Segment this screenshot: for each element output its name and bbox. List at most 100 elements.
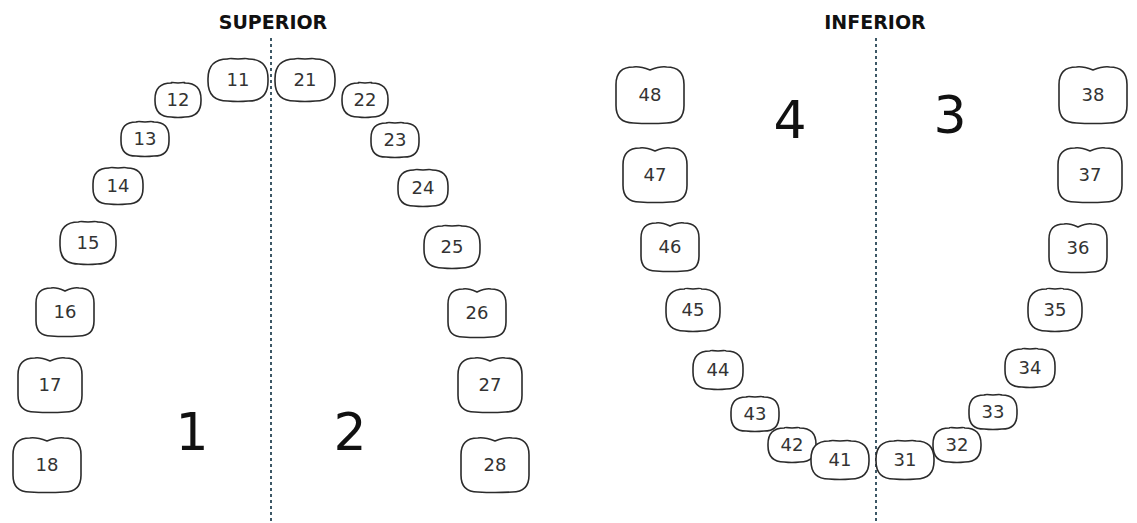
tooth-number: 32 xyxy=(946,436,969,454)
tooth-number: 47 xyxy=(644,166,667,184)
quadrant-number: 1 xyxy=(175,406,208,458)
tooth-number: 41 xyxy=(829,451,852,469)
tooth-outline-path xyxy=(342,83,388,118)
tooth-outline: 26 xyxy=(447,288,507,338)
tooth-outline: 11 xyxy=(207,58,269,102)
tooth-outline: 18 xyxy=(12,437,82,493)
tooth-outline-path xyxy=(1049,224,1107,273)
quadrant-number: 2 xyxy=(333,406,366,458)
tooth-number: 12 xyxy=(167,91,190,109)
tooth-outline-path xyxy=(1058,148,1122,203)
tooth-outline-path xyxy=(811,441,869,480)
tooth-number: 43 xyxy=(744,405,767,423)
tooth-outline: 34 xyxy=(1004,348,1056,388)
arch-heading: SUPERIOR xyxy=(219,13,328,32)
tooth-number: 14 xyxy=(107,177,130,195)
tooth-outline: 13 xyxy=(120,121,170,157)
tooth-number: 44 xyxy=(707,361,730,379)
tooth-number: 33 xyxy=(982,403,1005,421)
tooth-outline: 35 xyxy=(1027,288,1083,332)
tooth-outline: 21 xyxy=(274,58,336,102)
tooth-outline-path xyxy=(876,441,934,480)
tooth-outline-path xyxy=(1059,67,1127,124)
tooth-outline-path xyxy=(36,288,94,337)
tooth-outline-path xyxy=(1005,349,1055,388)
tooth-number: 21 xyxy=(294,71,317,89)
tooth-number: 15 xyxy=(77,234,100,252)
midline xyxy=(270,38,272,523)
tooth-number: 42 xyxy=(781,436,804,454)
tooth-number: 34 xyxy=(1019,359,1042,377)
tooth-outline: 22 xyxy=(341,82,389,118)
tooth-outline-path xyxy=(121,122,169,157)
tooth-outline: 17 xyxy=(17,357,83,413)
tooth-outline: 28 xyxy=(460,437,530,493)
tooth-outline: 47 xyxy=(622,147,688,203)
tooth-outline: 14 xyxy=(92,167,144,205)
tooth-outline: 16 xyxy=(35,287,95,337)
tooth-number: 31 xyxy=(894,451,917,469)
tooth-outline: 43 xyxy=(730,396,780,432)
tooth-outline-path xyxy=(731,397,779,432)
tooth-outline-path xyxy=(448,289,506,338)
tooth-number: 16 xyxy=(54,303,77,321)
tooth-number: 35 xyxy=(1044,301,1067,319)
tooth-outline-path xyxy=(424,226,480,269)
tooth-outline: 38 xyxy=(1058,66,1128,124)
tooth-outline-path xyxy=(666,289,720,332)
tooth-number: 28 xyxy=(484,456,507,474)
tooth-outline: 15 xyxy=(59,221,117,265)
tooth-number: 36 xyxy=(1067,239,1090,257)
tooth-outline-path xyxy=(616,67,684,124)
tooth-outline: 44 xyxy=(692,350,744,390)
quadrant-number: 4 xyxy=(773,94,806,146)
tooth-number: 25 xyxy=(441,238,464,256)
tooth-number: 38 xyxy=(1082,86,1105,104)
tooth-outline: 37 xyxy=(1057,147,1123,203)
tooth-number: 24 xyxy=(412,179,435,197)
tooth-outline: 25 xyxy=(423,225,481,269)
tooth-outline-path xyxy=(275,59,335,102)
tooth-outline: 48 xyxy=(615,66,685,124)
quadrant-number: 3 xyxy=(933,89,966,141)
tooth-outline: 31 xyxy=(875,440,935,480)
tooth-number: 13 xyxy=(134,130,157,148)
tooth-outline-path xyxy=(18,358,82,413)
tooth-outline-path xyxy=(155,83,201,118)
tooth-outline: 42 xyxy=(767,427,817,463)
tooth-outline-path xyxy=(623,148,687,203)
tooth-outline-path xyxy=(693,351,743,390)
tooth-outline: 46 xyxy=(640,222,700,272)
tooth-outline: 32 xyxy=(932,427,982,463)
tooth-outline-path xyxy=(641,223,699,272)
tooth-outline: 27 xyxy=(457,357,523,413)
tooth-number: 11 xyxy=(227,71,250,89)
tooth-number: 46 xyxy=(659,238,682,256)
tooth-outline: 24 xyxy=(397,169,449,207)
arch-heading: INFERIOR xyxy=(824,13,925,32)
tooth-outline: 33 xyxy=(968,394,1018,430)
tooth-outline-path xyxy=(969,395,1017,430)
tooth-number: 18 xyxy=(36,456,59,474)
tooth-outline: 23 xyxy=(370,122,420,158)
tooth-number: 26 xyxy=(466,304,489,322)
tooth-outline: 36 xyxy=(1048,223,1108,273)
tooth-outline-path xyxy=(13,438,81,493)
tooth-number: 17 xyxy=(39,376,62,394)
tooth-outline-path xyxy=(60,222,116,265)
tooth-outline: 41 xyxy=(810,440,870,480)
tooth-number: 48 xyxy=(639,86,662,104)
tooth-number: 22 xyxy=(354,91,377,109)
tooth-outline-path xyxy=(1028,289,1082,332)
tooth-number: 45 xyxy=(682,301,705,319)
tooth-outline-path xyxy=(398,170,448,207)
tooth-outline-path xyxy=(458,358,522,413)
tooth-number: 27 xyxy=(479,376,502,394)
tooth-outline-path xyxy=(371,123,419,158)
tooth-outline-path xyxy=(93,168,143,205)
tooth-outline-path xyxy=(768,428,816,463)
tooth-outline: 12 xyxy=(154,82,202,118)
tooth-outline: 45 xyxy=(665,288,721,332)
tooth-outline-path xyxy=(208,59,268,102)
